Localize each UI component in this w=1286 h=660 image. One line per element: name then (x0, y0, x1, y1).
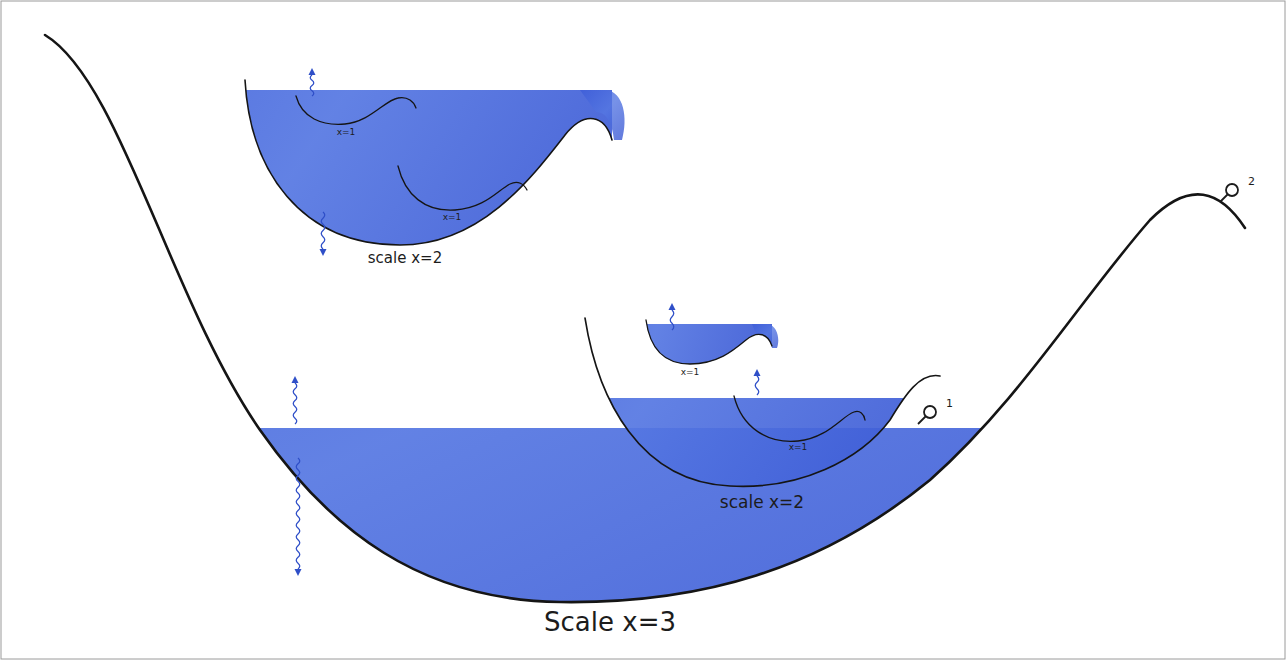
wavy-arrow (755, 376, 759, 395)
arrow-head (669, 303, 676, 310)
well-curve (245, 80, 612, 245)
well-curve (296, 96, 416, 124)
superscript-index: 1 (946, 398, 953, 409)
potential-well: x=1 (728, 392, 870, 456)
well-outline (40, 28, 1255, 650)
wavy-arrow (293, 383, 297, 424)
well-outline (290, 92, 422, 144)
wavy-arrow (296, 458, 300, 569)
potential-well: scale x=2 x=1 x=1 (238, 72, 633, 272)
potential-well: x=1 (640, 312, 782, 384)
magnifier-symbol (918, 406, 936, 424)
water-fill (245, 90, 612, 245)
well-outline (238, 72, 633, 272)
potential-well: x=1 (290, 92, 422, 144)
arrow-head (309, 68, 316, 75)
well-outline (640, 312, 782, 384)
water-fill (45, 428, 1245, 602)
arrow-head (320, 249, 327, 256)
well-curve (45, 35, 1245, 602)
well-curve (734, 396, 865, 441)
water-spill (580, 90, 625, 140)
well-curve (646, 320, 772, 364)
scale-label: x=1 (337, 128, 356, 138)
scale-label: scale x=2 (368, 250, 442, 267)
well-curve (398, 166, 527, 210)
magnifier-symbol (1220, 184, 1238, 202)
scale-label: scale x=2 (720, 493, 804, 512)
arrow-head (754, 369, 761, 376)
scale-label: x=1 (789, 443, 808, 453)
wavy-arrow (321, 212, 325, 249)
well-curve (585, 318, 940, 486)
scale-label: x=1 (443, 213, 462, 223)
arrow-head (295, 569, 302, 576)
arrow-head (292, 376, 299, 383)
water-fill (585, 398, 940, 486)
superscript-index: 2 (1248, 176, 1255, 187)
scale-label: x=1 (681, 368, 700, 378)
potential-well: x=1 (392, 160, 532, 228)
wavy-arrow (310, 75, 314, 96)
potential-well: scale x=2 x=1 x=1 (578, 312, 950, 524)
wavy-arrow (670, 310, 674, 330)
water-fill (646, 324, 772, 364)
potential-well: Scale x=3 scale x=2 x=1 x=1 scale x=2 x=1 x=1 (40, 28, 1255, 650)
well-outline (392, 160, 532, 228)
scale-label: Scale x=3 (544, 608, 676, 637)
